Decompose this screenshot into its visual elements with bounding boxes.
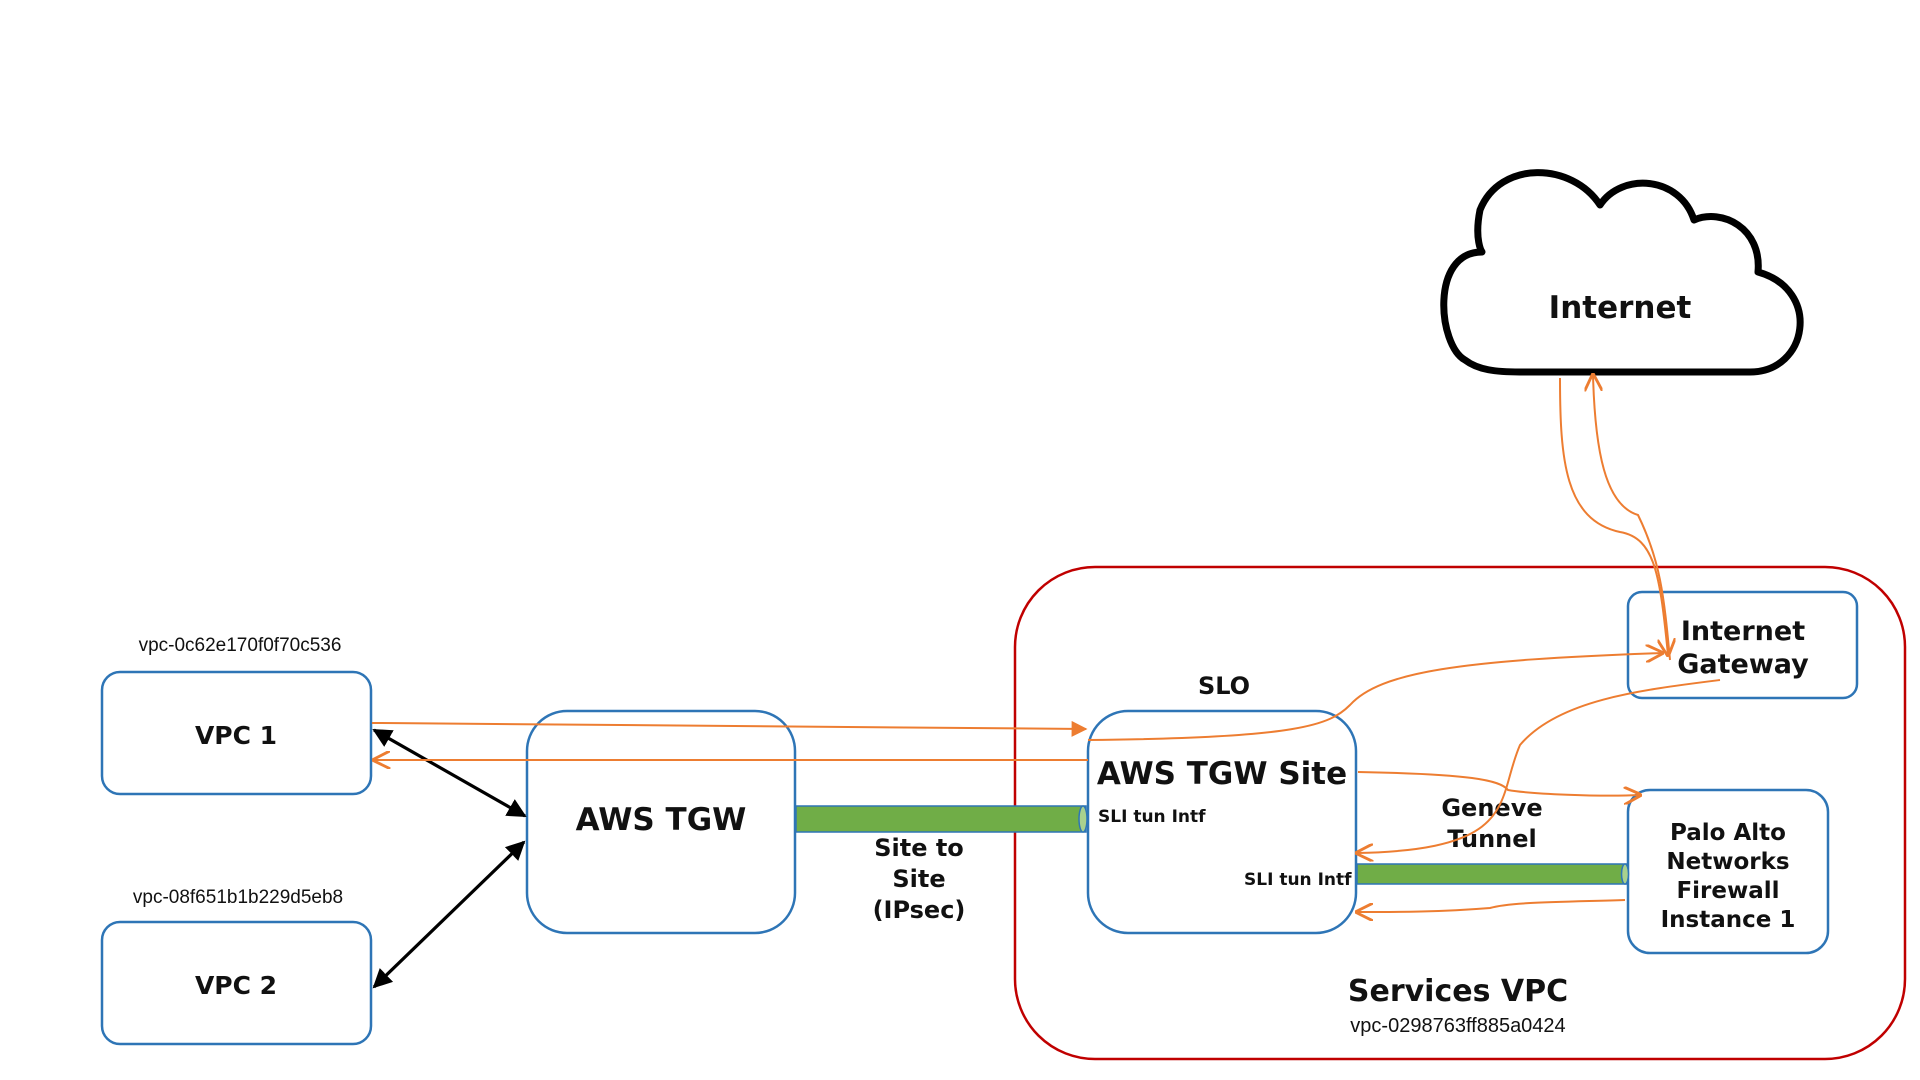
- internet-gateway-node: Internet Gateway: [1626, 590, 1859, 700]
- cloud-icon: [1440, 169, 1804, 376]
- sli-tun-intf-right: SLI tun Intf: [1244, 870, 1352, 890]
- ipsec-tunnel-pipe: [795, 805, 1087, 833]
- traffic-flows: [371, 375, 1721, 912]
- flow-to-palo-alto: [1357, 771, 1640, 796]
- site-to-site-line3: (IPsec): [873, 896, 966, 924]
- vpc2-tgw-link: [372, 840, 526, 989]
- vpc2-box: [100, 920, 373, 1046]
- vpc1-id: vpc-0c62e170f0f70c536: [139, 635, 342, 656]
- aws-tgw-box: [525, 709, 797, 935]
- palo-alto-line4: Instance 1: [1661, 907, 1796, 933]
- geneve-tunnel: [1356, 863, 1630, 885]
- site-to-site-line1: Site to: [874, 834, 964, 862]
- flow-to-internet-gateway: [1087, 653, 1662, 741]
- geneve-line2: Tunnel: [1447, 825, 1537, 853]
- services-vpc-id: vpc-0298763ff885a0424: [1350, 1015, 1565, 1037]
- geneve-tunnel-pipe: [1356, 863, 1628, 885]
- geneve-tunnel-end: [1620, 863, 1630, 885]
- vpc1-box: [100, 670, 373, 796]
- services-vpc: Services VPC vpc-0298763ff885a0424: [1013, 565, 1907, 1061]
- aws-tgw-site-box: [1086, 709, 1358, 935]
- internet-cloud: Internet: [1440, 169, 1804, 376]
- flow-tgw-site-to-vpc1: [374, 759, 1089, 760]
- flow-palo-to-tgw-site: [1357, 899, 1626, 912]
- vpc2-title: VPC 2: [195, 971, 277, 1000]
- palo-alto-line3: Firewall: [1676, 878, 1779, 904]
- ipsec-tunnel-end: [1078, 805, 1088, 833]
- internet-gateway-label-line1: Internet: [1681, 616, 1805, 647]
- vpc2-node: VPC 2 vpc-08f651b1b229d5eb8: [100, 887, 373, 1046]
- flow-internet-to-gateway: [1559, 377, 1668, 655]
- internet-gateway-box: [1626, 590, 1859, 700]
- palo-alto-line2: Networks: [1666, 849, 1789, 875]
- vpc1-title: VPC 1: [195, 721, 277, 750]
- vpc2-id: vpc-08f651b1b229d5eb8: [133, 887, 343, 908]
- sli-tun-intf-left: SLI tun Intf: [1098, 807, 1206, 827]
- services-vpc-title: Services VPC: [1348, 974, 1568, 1009]
- palo-alto-firewall-node: Palo Alto Networks Firewall Instance 1: [1626, 788, 1830, 955]
- aws-tgw-title: AWS TGW: [576, 802, 747, 838]
- palo-alto-line1: Palo Alto: [1670, 820, 1786, 846]
- aws-tgw-node: AWS TGW: [525, 709, 797, 935]
- vpc1-tgw-link: [372, 728, 527, 818]
- slo-label: SLO: [1198, 672, 1250, 700]
- vpc1-node: VPC 1 vpc-0c62e170f0f70c536: [100, 635, 373, 796]
- site-to-site-line2: Site: [892, 865, 945, 893]
- aws-tgw-site-title: AWS TGW Site: [1097, 756, 1347, 792]
- flow-vpc1-to-tgw-site: [371, 720, 1088, 737]
- internet-label: Internet: [1549, 290, 1692, 326]
- site-to-site-tunnel: [795, 805, 1088, 833]
- flow-gateway-to-internet: [1593, 375, 1671, 661]
- aws-tgw-site-node: AWS TGW Site SLI tun Intf SLI tun Intf: [1086, 709, 1358, 935]
- internet-gateway-label-line2: Gateway: [1677, 649, 1809, 680]
- flow-gateway-to-tgw-site: [1357, 679, 1721, 853]
